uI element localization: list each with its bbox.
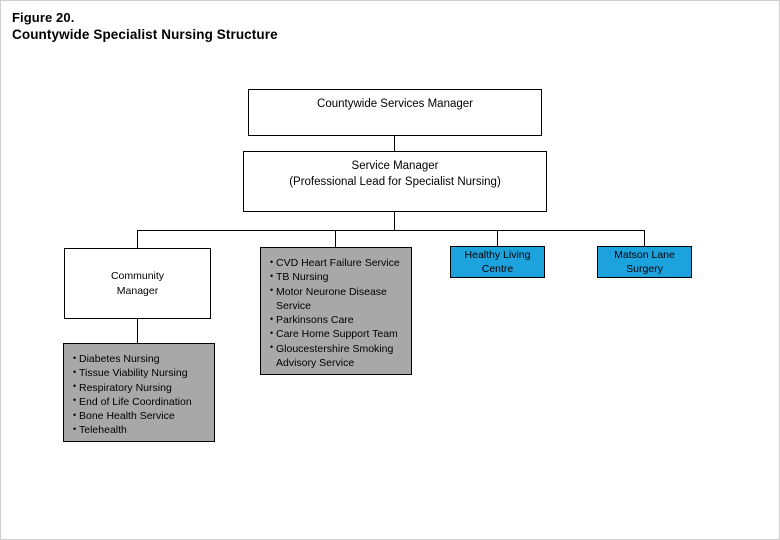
healthy-living-centre-label-line1: Healthy Living <box>464 248 531 261</box>
node-community-services-list[interactable]: Diabetes Nursing Tissue Viability Nursin… <box>63 343 215 442</box>
connector-drop-community-manager <box>137 230 138 248</box>
healthy-living-centre-label-line2: Centre <box>481 263 514 275</box>
matson-lane-surgery-label-line1: Matson Lane <box>614 248 675 261</box>
connector-drop-specialist-services <box>335 230 336 247</box>
specialist-services-bullet-list: CVD Heart Failure Service TB Nursing Mot… <box>261 248 411 370</box>
matson-lane-surgery-label-line2: Surgery <box>626 263 663 275</box>
connector-drop-healthy-living-centre <box>497 230 498 246</box>
community-manager-label-line2: Manager <box>116 284 159 297</box>
list-item: End of Life Coordination <box>73 394 214 409</box>
list-item: Telehealth <box>73 423 214 437</box>
connector-countywide-to-service-manager <box>394 136 395 151</box>
node-healthy-living-centre[interactable]: Healthy Living Centre <box>450 246 545 278</box>
figure-title-block: Figure 20. Countywide Specialist Nursing… <box>12 9 278 44</box>
list-item: Bone Health Service <box>73 409 214 423</box>
connector-horizontal-bus <box>137 230 645 231</box>
list-item: Tissue Viability Nursing <box>73 366 214 380</box>
service-manager-label-line1: Service Manager <box>351 160 439 172</box>
list-item: CVD Heart Failure Service <box>270 255 411 270</box>
list-item: TB Nursing <box>270 270 411 284</box>
list-item: Care Home Support Team <box>270 327 411 341</box>
node-countywide-services-manager[interactable]: Countywide Services Manager <box>248 89 542 136</box>
community-manager-label-line1: Community <box>110 270 165 283</box>
node-specialist-services-list[interactable]: CVD Heart Failure Service TB Nursing Mot… <box>260 247 412 375</box>
service-manager-label-line2: (Professional Lead for Specialist Nursin… <box>289 175 501 188</box>
connector-community-manager-to-services <box>137 319 138 343</box>
node-service-manager[interactable]: Service Manager (Professional Lead for S… <box>243 151 547 212</box>
list-item: Diabetes Nursing <box>73 351 214 366</box>
connector-service-manager-drop <box>394 212 395 230</box>
list-item: Respiratory Nursing <box>73 380 214 395</box>
list-item: Parkinsons Care <box>270 313 411 327</box>
list-item: Motor Neurone Disease Service <box>270 284 411 314</box>
node-community-manager[interactable]: Community Manager <box>64 248 211 319</box>
figure-title: Countywide Specialist Nursing Structure <box>12 27 278 43</box>
community-services-bullet-list: Diabetes Nursing Tissue Viability Nursin… <box>64 344 214 438</box>
figure-number: Figure 20. <box>12 10 75 25</box>
countywide-services-manager-label: Countywide Services Manager <box>317 98 473 110</box>
node-matson-lane-surgery[interactable]: Matson Lane Surgery <box>597 246 692 278</box>
list-item: Gloucestershire Smoking Advisory Service <box>270 341 411 371</box>
connector-drop-matson-lane-surgery <box>644 230 645 246</box>
